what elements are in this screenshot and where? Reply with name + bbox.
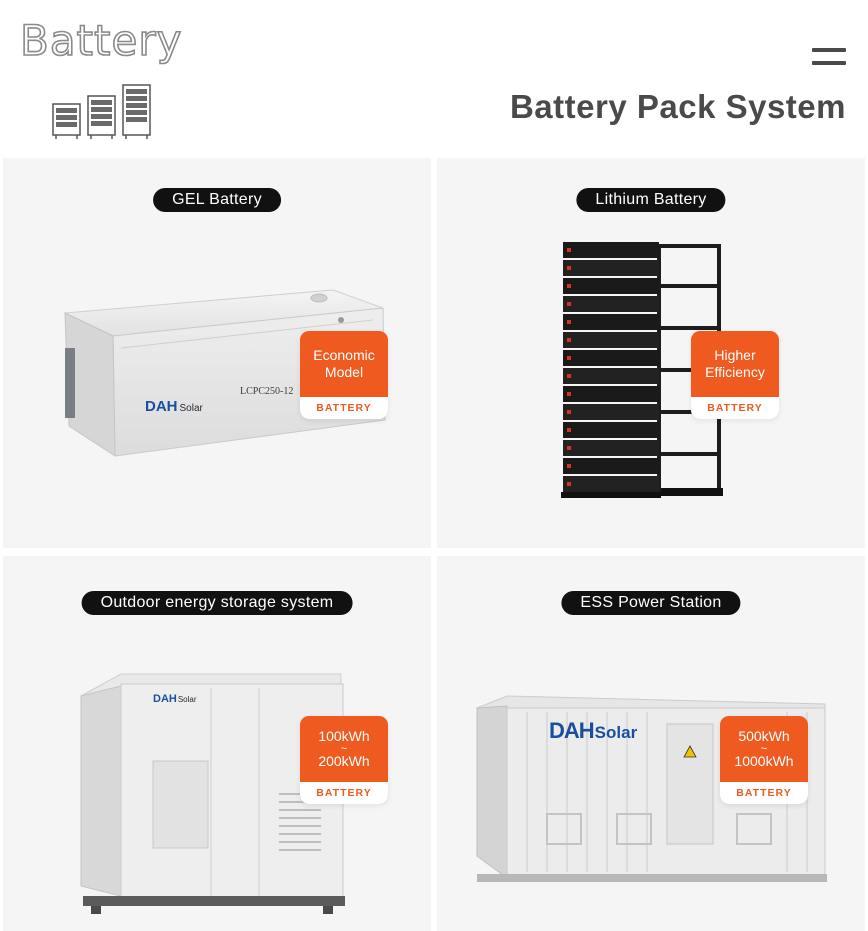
- card-label: GEL Battery: [153, 188, 281, 212]
- battery-stack-icon: [52, 84, 151, 139]
- battery-outline-title: Battery: [19, 15, 183, 66]
- capacity-badge: 100kWh~200kWh BATTERY: [300, 716, 388, 804]
- page-title: Battery Pack System: [509, 88, 846, 125]
- outdoor-cabinet-brand: DAHSolar: [153, 693, 197, 705]
- card-outdoor-energy-storage[interactable]: DAHSolar Outdoor energy storage system 1…: [3, 556, 431, 931]
- lithium-battery-rack-image: [561, 242, 723, 498]
- card-label: Outdoor energy storage system: [81, 591, 353, 615]
- gel-battery-model: LCPC250-12: [240, 386, 294, 397]
- card-label: ESS Power Station: [561, 591, 741, 615]
- card-ess-power-station[interactable]: DAHSolar ESS Power Station 500kWh~1000kW…: [437, 556, 865, 931]
- ess-container-brand: DAHSolar: [549, 718, 638, 743]
- capacity-badge: 500kWh~1000kWh BATTERY: [720, 716, 808, 804]
- header: Battery Battery Pack System: [0, 0, 868, 158]
- card-label: Lithium Battery: [576, 188, 726, 212]
- hamburger-menu-icon[interactable]: [812, 46, 846, 68]
